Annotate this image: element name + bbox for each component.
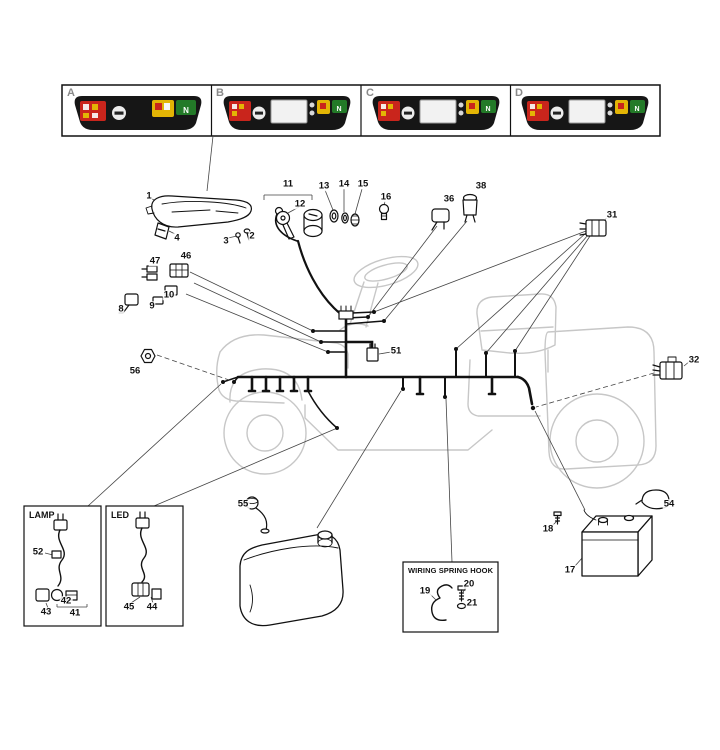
dashboard-bezel-part-1: [145, 195, 253, 228]
components: [35, 193, 683, 627]
switch-part-36: [431, 208, 450, 231]
terminal-cover-part-54: [635, 489, 670, 510]
led-box: [105, 505, 184, 627]
ring-part-14: [341, 212, 349, 224]
lamp-kit: [35, 513, 78, 602]
connection-dots: [221, 310, 536, 430]
lamp-box: [23, 505, 102, 627]
neutral-indicator-label: N: [485, 106, 490, 113]
dashboard-panel-b: [223, 95, 351, 131]
battery-part-17: [581, 509, 653, 577]
neutral-indicator-label: N: [634, 106, 639, 113]
holder-part-41: [65, 590, 78, 601]
washer-part-13: [329, 209, 339, 223]
ignition-key: [274, 206, 298, 242]
dashboard-variant-strip: N N N N: [61, 84, 661, 137]
led-connector-part-45: [131, 582, 150, 597]
nut-part-15: [350, 213, 360, 227]
tank-cap-part-55: [245, 496, 270, 534]
terminal-bolt-part-18: [553, 511, 562, 525]
bulb-part-42: [50, 588, 64, 602]
connector-part-51: [366, 343, 379, 362]
nut-part-56: [140, 348, 156, 364]
connector-part-46: [169, 263, 189, 278]
led-part-44: [151, 588, 162, 600]
nut-part-21: [456, 602, 467, 610]
neutral-indicator-label: N: [336, 106, 341, 113]
clip-part-4: [154, 222, 170, 240]
fuel-tank: [239, 530, 344, 627]
screw-part-3: [235, 232, 241, 244]
led-kit: [131, 511, 162, 600]
ignition-switch-part-12: [303, 208, 323, 238]
bulb-part-16: [378, 203, 390, 221]
clip-part-52: [51, 550, 62, 559]
terminal-part-9: [152, 296, 164, 305]
switch-part-38: [462, 193, 478, 223]
switch-part-8: [118, 293, 139, 314]
dashboard-panel-d: [521, 95, 649, 131]
dashboard-panel-c: [372, 95, 500, 131]
screw-part-2: [243, 228, 251, 241]
hook-part-19: [430, 584, 453, 622]
tractor-outline: [216, 255, 657, 489]
wiring-harness: [222, 239, 534, 429]
terminal-part-10: [164, 285, 178, 296]
terminal-part-47: [141, 265, 158, 281]
wiring-spring-hook-box: [402, 561, 499, 633]
neutral-indicator-label: N: [183, 106, 189, 115]
inset-boxes: [23, 505, 499, 633]
spring-hook-kit: [430, 584, 467, 622]
socket-part-43: [35, 588, 50, 602]
leader-lines: [44, 135, 691, 609]
relay-part-32: [652, 356, 683, 380]
connector-part-31: [579, 219, 607, 237]
